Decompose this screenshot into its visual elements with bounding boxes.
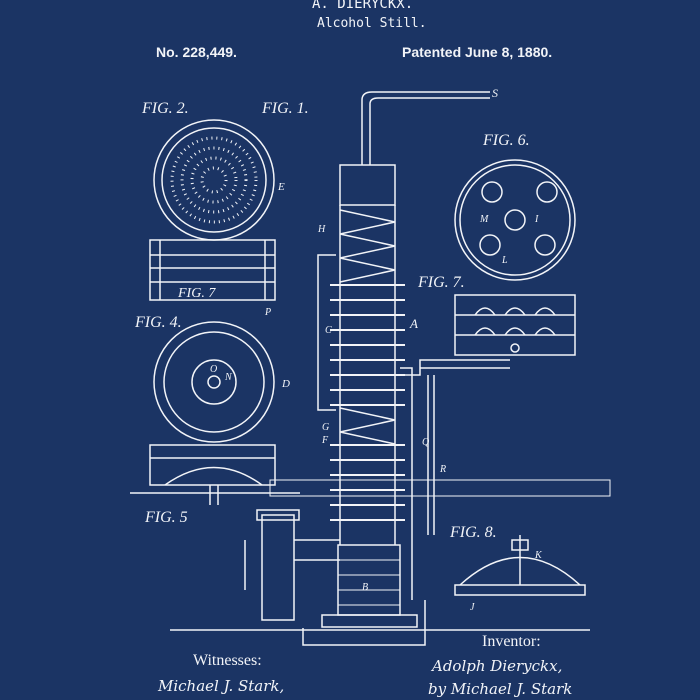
fig7-section [455,295,575,355]
label-b: B [362,582,368,593]
attorney-signature: by Michael J. Stark [428,680,572,698]
label-n: N [224,372,233,383]
label-j: J [470,602,475,613]
fig5-label: FIG. 5 [144,509,188,526]
label-k: K [534,550,543,561]
label-e: E [277,181,285,193]
fig6-plate [455,160,575,280]
label-g: G [322,422,329,433]
fig4-plate [154,322,274,442]
fig4-label: FIG. 4. [134,314,182,331]
label-p: P [264,307,271,318]
label-c: C [325,325,332,336]
fig8-cap [455,535,585,595]
inventor-signature: Adolph Dieryckx, [432,657,562,675]
label-a: A [409,316,418,331]
fig8-label: FIG. 8. [449,524,497,541]
witness-signature: Michael J. Stark, [158,677,284,695]
fig1-label: FIG. 1. [261,100,309,117]
fig6-label: FIG. 6. [482,132,530,149]
label-h: H [317,224,326,235]
label-r: R [439,464,446,475]
label-l: L [501,255,508,266]
label-q: Q [422,437,430,448]
fig2-label: FIG. 2. [141,100,189,117]
label-o: O [210,364,217,375]
label-s: S [492,86,498,100]
label-f: F [321,435,329,446]
label-i: I [534,214,539,225]
witnesses-label: Witnesses: [193,652,262,670]
inventor-label: Inventor: [482,633,541,651]
fig7-label: FIG. 7. [417,274,465,291]
label-m: M [479,214,489,225]
label-d: D [281,378,290,390]
fig7b-label: FIG. 7 [177,286,216,301]
fig2-plate [154,120,274,240]
